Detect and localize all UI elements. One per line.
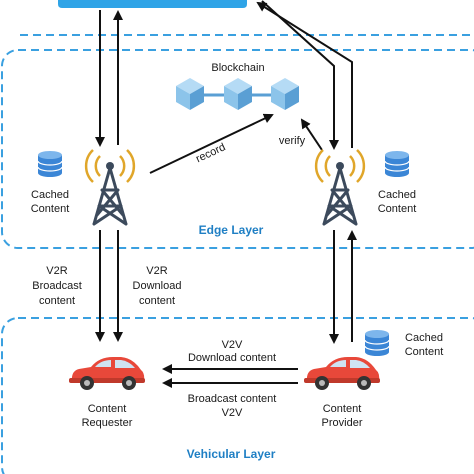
- blockchain-label: Blockchain: [211, 62, 264, 74]
- provider-label-line2: Provider: [322, 417, 363, 429]
- requester-label-line2: Requester: [82, 417, 133, 429]
- left-cache-label-line2: Content: [31, 203, 70, 215]
- cloud-layer-bar: [58, 0, 247, 8]
- vehicular-layer-box: [1, 317, 474, 474]
- provider-label-line1: Content: [323, 403, 362, 415]
- v2v-download-line2: Download content: [188, 352, 276, 364]
- provider-cache-line2: Content: [405, 346, 444, 358]
- blockchain-icon: [176, 78, 299, 110]
- vehicular-layer-label: Vehicular Layer: [187, 447, 276, 461]
- edge-layer-box: [1, 49, 474, 249]
- database-icon: [384, 150, 410, 178]
- v2v-broadcast-line1: Broadcast content: [188, 393, 277, 405]
- v2r-download-line2: Download: [133, 280, 182, 292]
- v2r-broadcast-line1: V2R: [46, 265, 67, 277]
- provider-cache-line1: Cached: [405, 332, 443, 344]
- blockchain-cube-icon: [176, 78, 204, 110]
- right-cache-label-line2: Content: [378, 203, 417, 215]
- right-cache-label-line1: Cached: [378, 189, 416, 201]
- v2r-download-line3: content: [139, 295, 175, 307]
- car-icon: [69, 357, 145, 390]
- left-cache-label-line1: Cached: [31, 189, 69, 201]
- v2r-download-line1: V2R: [146, 265, 167, 277]
- v2r-broadcast-line2: Broadcast: [32, 280, 82, 292]
- requester-label-line1: Content: [88, 403, 127, 415]
- blockchain-cube-icon: [271, 78, 299, 110]
- cell-tower-icon: [314, 148, 366, 226]
- right-rsu-to-cloud-arrow: [256, 1, 353, 148]
- v2v-download-line1: V2V: [222, 339, 243, 351]
- v2v-broadcast-line2: V2V: [222, 407, 243, 419]
- blockchain-cube-icon: [224, 78, 252, 110]
- car-icon: [304, 357, 380, 390]
- verify-label: verify: [279, 135, 306, 147]
- cloud-to-right-rsu-arrow: [261, 0, 339, 150]
- v2r-broadcast-line3: content: [39, 295, 75, 307]
- edge-layer-label: Edge Layer: [199, 223, 264, 237]
- database-icon: [37, 150, 63, 178]
- database-icon: [364, 329, 390, 357]
- cell-tower-icon: [84, 148, 136, 226]
- verify-arrow: [300, 118, 323, 151]
- record-arrow: [149, 113, 274, 174]
